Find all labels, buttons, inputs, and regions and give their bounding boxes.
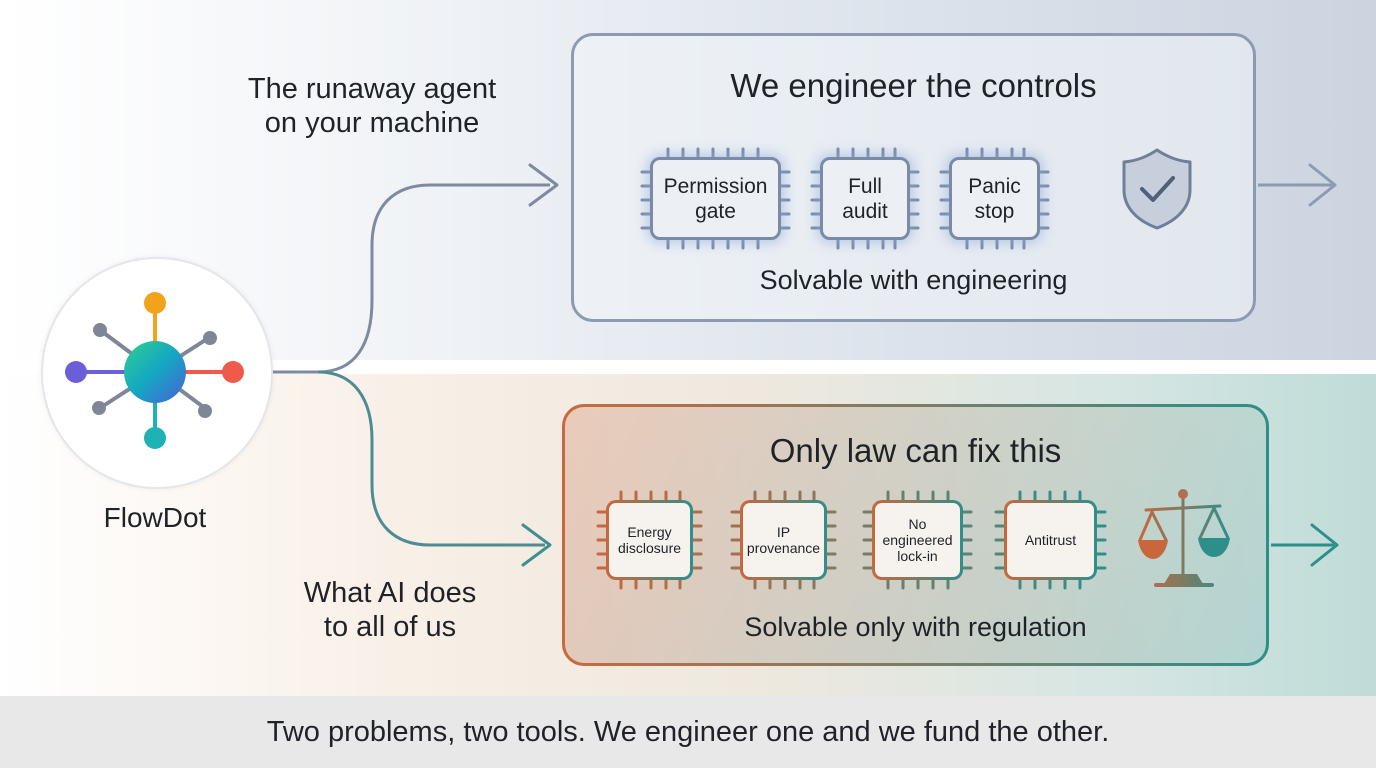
chip-no-engineered-lock-in: No engineered lock-in <box>872 500 963 580</box>
chip-label-line: engineered <box>882 532 953 548</box>
chip-label-line: disclosure <box>617 540 682 556</box>
brand-name: FlowDot <box>103 502 207 533</box>
chip-label-line: stop <box>974 199 1015 223</box>
chip-label-line: IP <box>776 524 791 540</box>
chip-label-line: Panic <box>968 174 1021 198</box>
chip-panic-stop: Panic stop <box>949 157 1040 240</box>
top-problem-label-line: on your machine <box>264 107 480 139</box>
chip-label-line: Full <box>848 174 882 198</box>
chip-ip-provenance: IP provenance <box>740 500 827 580</box>
bottom-problem-label-line: What AI does <box>303 577 477 609</box>
footer-text: Two problems, two tools. We engineer one… <box>266 715 1110 748</box>
chip-label-line: Permission <box>663 174 768 198</box>
arrow-top-in <box>528 163 559 207</box>
regulation-box-subtitle: Solvable only with regulation <box>744 612 1087 642</box>
chip-label-line: provenance <box>746 540 821 556</box>
footer-bar: Two problems, two tools. We engineer one… <box>0 696 1376 768</box>
arrow-top-out <box>1308 163 1337 207</box>
top-problem-label-line: The runaway agent <box>247 73 497 105</box>
bottom-problem-label: What AI does to all of us <box>250 576 530 644</box>
arrow-bottom-out <box>1310 523 1339 567</box>
chip-permission-gate: Permission gate <box>650 157 781 240</box>
chip-label-line: gate <box>695 199 736 223</box>
engineering-box-subtitle: Solvable with engineering <box>759 265 1068 295</box>
chip-label-line: No <box>908 516 927 532</box>
connector-top <box>270 183 550 374</box>
connector-bottom <box>317 370 545 547</box>
band-separator <box>0 360 1376 374</box>
chip-energy-disclosure: Energy disclosure <box>606 500 693 580</box>
top-problem-label: The runaway agent on your machine <box>222 72 522 140</box>
chip-full-audit: Full audit <box>820 157 910 240</box>
regulation-box-title: Only law can fix this <box>769 432 1062 469</box>
arrow-bottom-in <box>521 523 552 567</box>
flowdot-logo-badge <box>41 257 273 489</box>
chip-label-line: audit <box>842 199 888 223</box>
chip-label-line: Antitrust <box>1024 532 1077 548</box>
chip-label-line: Energy <box>627 524 672 540</box>
chip-antitrust: Antitrust <box>1004 500 1097 580</box>
bottom-problem-label-line: to all of us <box>323 611 457 643</box>
engineering-box-title: We engineer the controls <box>730 67 1097 104</box>
chip-label-line: lock-in <box>897 548 938 564</box>
